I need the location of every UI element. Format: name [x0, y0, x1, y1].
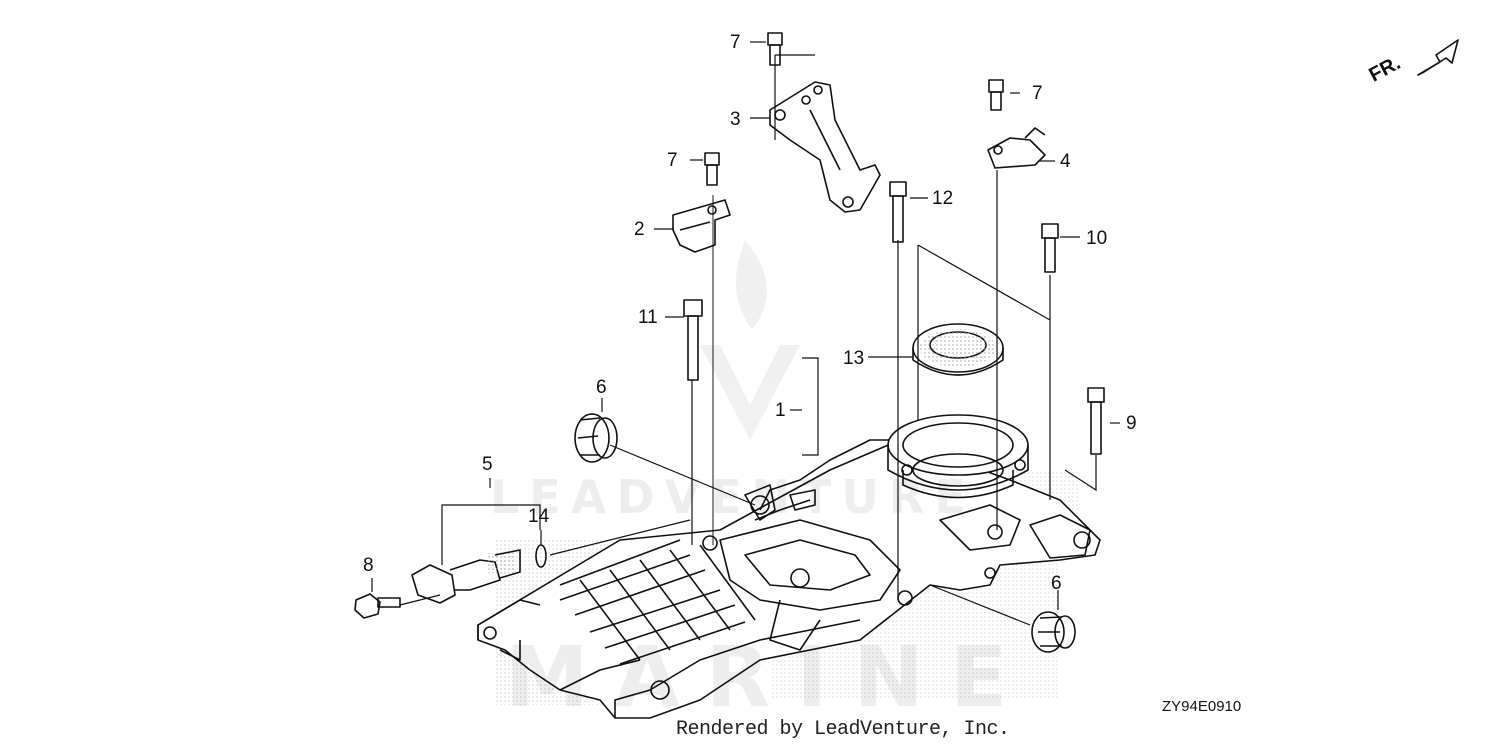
- callout-1: 1: [775, 400, 786, 421]
- callout-6-lower: 6: [1051, 573, 1062, 594]
- callout-8: 8: [363, 555, 374, 576]
- grommet-6-upper: [574, 413, 618, 463]
- callout-12: 12: [932, 188, 954, 209]
- watermark-text: LEADVENTURE: [490, 470, 976, 524]
- seal-housing: [887, 414, 1029, 499]
- bolt-7-left: [704, 152, 720, 186]
- oil-seal: [912, 323, 1004, 376]
- bolt-8: [354, 593, 401, 619]
- bracket-part-2: [672, 199, 731, 253]
- watermark-logo: [700, 240, 800, 440]
- clip-part-4: [987, 127, 1046, 169]
- callout-5: 5: [482, 454, 493, 475]
- callout-2: 2: [634, 219, 645, 240]
- callout-3: 3: [730, 109, 741, 130]
- callout-11: 11: [638, 307, 658, 328]
- bolt-9: [1087, 387, 1105, 455]
- bolt-11: [683, 299, 703, 381]
- bracket-part-3: [769, 81, 881, 213]
- footer-credit: Rendered by LeadVenture, Inc.: [676, 718, 1010, 741]
- callout-10: 10: [1086, 228, 1108, 249]
- watermark-subtext: MARINE: [505, 628, 1034, 726]
- callout-9: 9: [1126, 413, 1137, 434]
- callout-6-upper: 6: [596, 377, 607, 398]
- grommet-6-lower: [1031, 611, 1076, 653]
- sensor-part-5: [411, 549, 521, 604]
- bolt-12: [889, 181, 907, 243]
- callout-14: 14: [528, 506, 550, 527]
- callout-7-left: 7: [667, 150, 678, 171]
- bolt-7-right: [988, 79, 1004, 111]
- diagram-code: ZY94E0910: [1162, 698, 1242, 715]
- bolt-10: [1041, 223, 1059, 273]
- callout-13: 13: [843, 348, 865, 369]
- callout-7-right: 7: [1032, 83, 1043, 104]
- front-arrow-icon: [1417, 39, 1459, 76]
- callout-7-top: 7: [730, 32, 741, 53]
- leader-lines: [371, 41, 1120, 626]
- callout-4: 4: [1060, 151, 1071, 172]
